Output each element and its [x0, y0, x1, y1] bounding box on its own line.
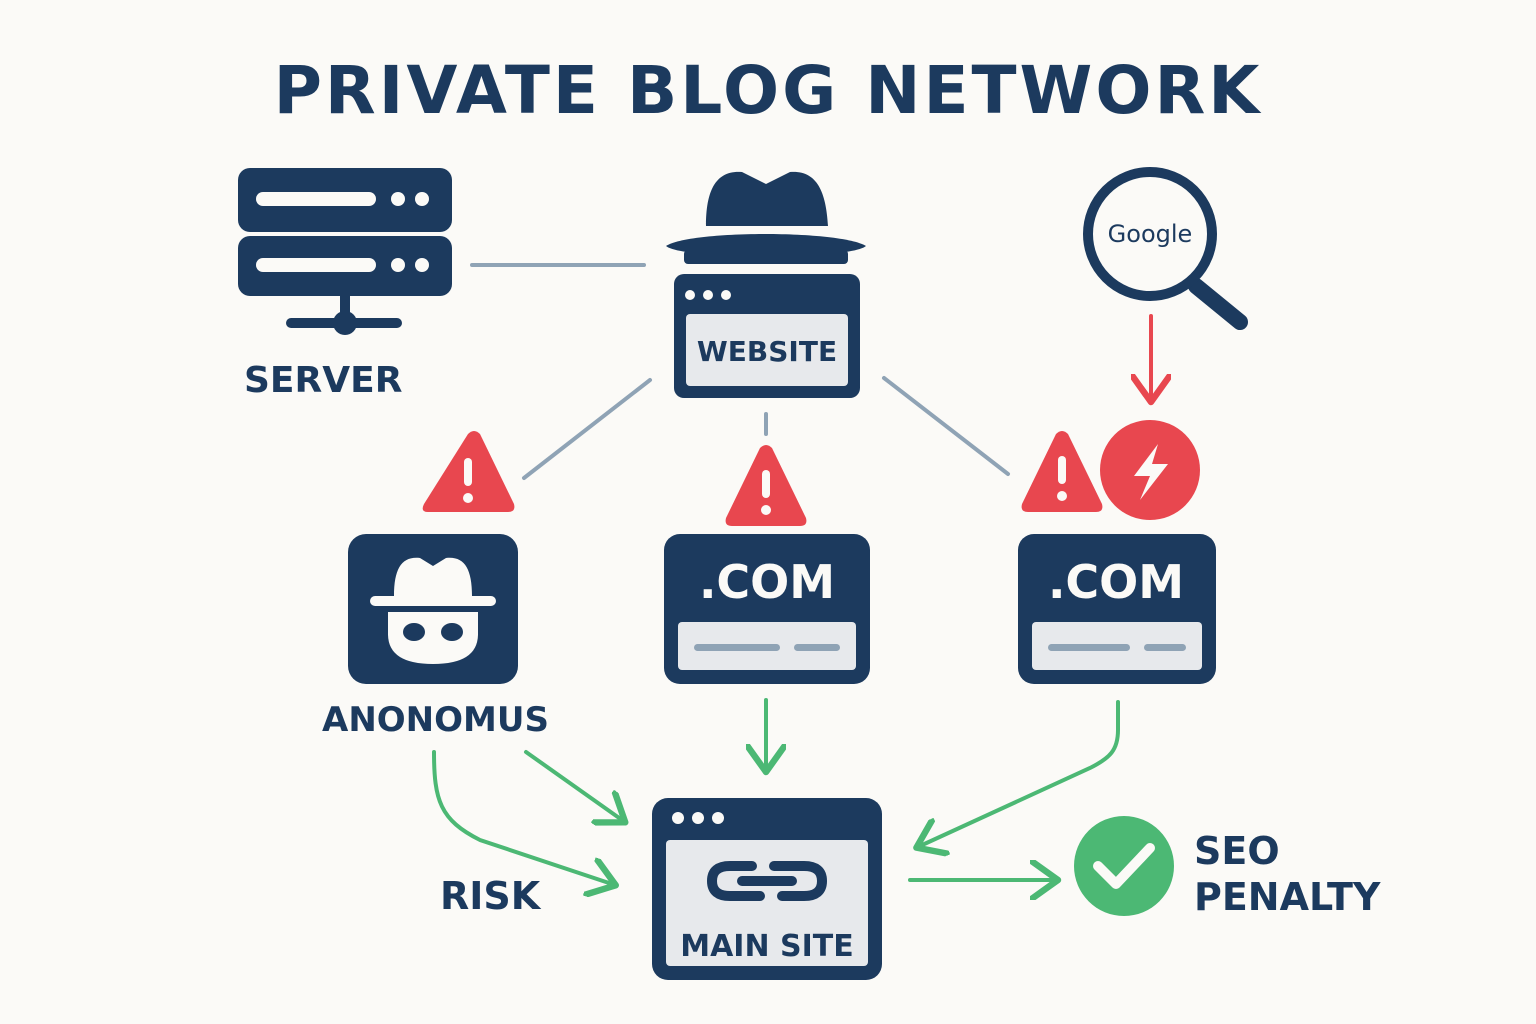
domain-card-right: .COM — [1018, 534, 1216, 684]
domain-label-right: .COM — [1048, 555, 1184, 609]
server-label: SERVER — [244, 360, 403, 401]
seo-penalty-label: SEO PENALTY — [1194, 828, 1380, 920]
google-label: Google — [1108, 220, 1193, 248]
website-label: WEBSITE — [697, 335, 837, 368]
anonymous-label: ANONOMUS — [322, 700, 549, 740]
risk-label: RISK — [440, 874, 541, 918]
main-site-window: MAIN SITE — [652, 798, 882, 980]
incognito-icon — [348, 534, 518, 684]
connector-website-domain-right — [882, 376, 1010, 476]
warning-icon-right — [1021, 431, 1103, 512]
main-site-label: MAIN SITE — [680, 929, 854, 964]
lightning-alert-icon — [1100, 420, 1200, 520]
warning-icon-center — [725, 445, 807, 526]
seo-penalty-line1: SEO — [1194, 829, 1280, 873]
diagram-title: PRIVATE BLOG NETWORK — [273, 52, 1263, 129]
gray-connectors — [470, 263, 1010, 480]
domain-card-center: .COM — [664, 534, 870, 684]
chain-link-icon — [706, 861, 828, 901]
checkmark-circle-icon — [1074, 816, 1174, 916]
server-icon — [238, 168, 452, 335]
seo-penalty-line2: PENALTY — [1194, 875, 1381, 919]
green-arrows — [432, 698, 1120, 884]
magnifier-icon: Google — [1083, 167, 1248, 330]
arrow-anonymous-main — [524, 750, 622, 820]
fedora-hat-icon — [666, 171, 866, 264]
connector-website-anonymous — [522, 378, 652, 480]
warning-icon-left — [422, 431, 515, 512]
arrow-risk-main — [432, 750, 612, 884]
domain-label-center: .COM — [699, 555, 835, 609]
arrow-domain-right-main — [920, 700, 1120, 846]
website-window: WEBSITE — [674, 274, 860, 398]
